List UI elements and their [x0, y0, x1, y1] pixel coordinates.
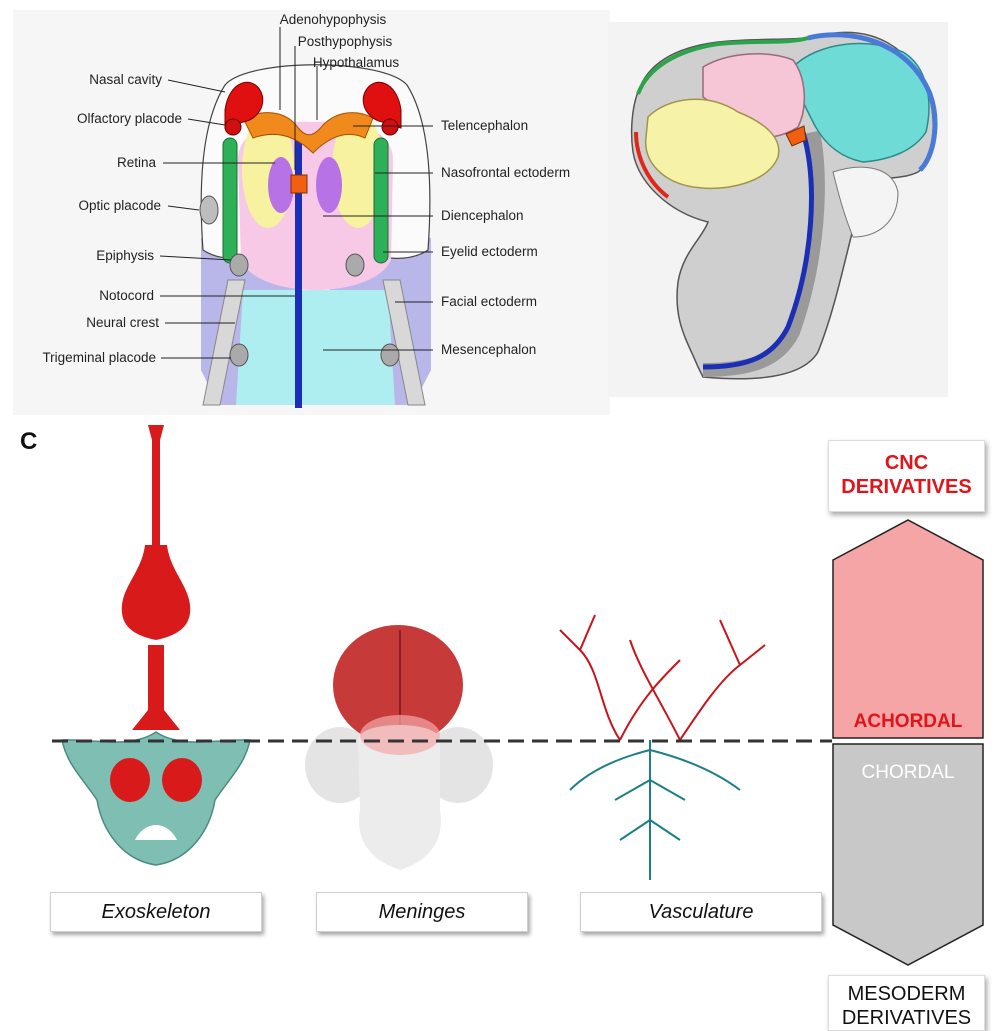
mesoderm-derivatives-box: MESODERM DERIVATIVES: [828, 975, 985, 1031]
caption-exoskeleton: Exoskeleton: [50, 892, 262, 932]
achordal-label: ACHORDAL: [854, 711, 963, 732]
achordal-region-shape: [833, 520, 983, 738]
cnc-line1: CNC: [829, 451, 984, 475]
meso-line1: MESODERM: [829, 982, 984, 1006]
cnc-derivatives-box: CNC DERIVATIVES: [828, 440, 985, 512]
meso-line2: DERIVATIVES: [829, 1006, 984, 1030]
chordal-label: CHORDAL: [862, 762, 955, 783]
caption-vasculature: Vasculature: [580, 892, 822, 932]
caption-meninges: Meninges: [316, 892, 528, 932]
cnc-line2: DERIVATIVES: [829, 475, 984, 499]
